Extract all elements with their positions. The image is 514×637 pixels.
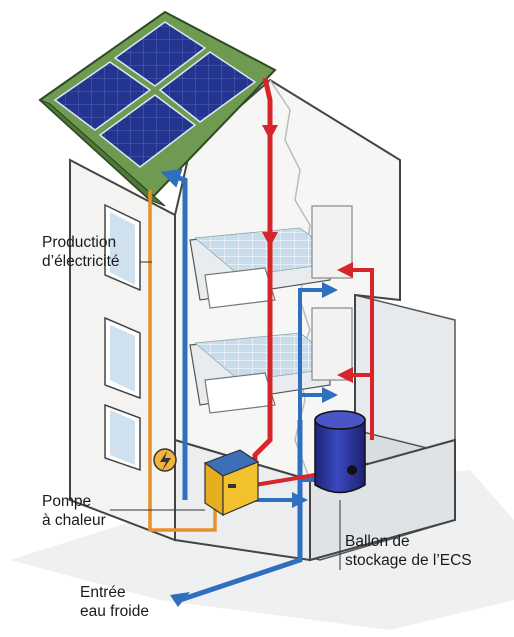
label-pompe-line1: Pompe — [42, 493, 92, 510]
label-pompe: Pompe à chaleur — [42, 492, 106, 530]
solar-panels — [53, 21, 257, 168]
electric-cable — [148, 190, 217, 532]
cold-loop-up — [160, 168, 188, 500]
roof-edge — [39, 99, 166, 207]
label-entree-line1: Entrée — [80, 584, 126, 601]
cold-water-inlet-arrow — [170, 592, 190, 607]
solar-panel — [113, 21, 207, 87]
solar-panel — [158, 51, 257, 123]
solar-panel — [53, 61, 152, 131]
lightning-meter-icon — [153, 448, 177, 472]
cold-branch-upper — [298, 282, 338, 420]
label-entree: Entrée eau froide — [80, 583, 149, 621]
hot-riser — [337, 262, 374, 440]
upper-tub — [204, 267, 276, 309]
window-middle — [104, 316, 141, 400]
hot-arrow-2 — [262, 232, 278, 247]
solar-panel — [98, 94, 197, 168]
label-production: Production d’électricité — [42, 233, 120, 271]
hot-arrow-1 — [262, 125, 278, 140]
window-bottom — [104, 403, 141, 472]
lower-tub — [204, 372, 276, 414]
label-entree-line2: eau froide — [80, 603, 149, 620]
window-top — [104, 203, 141, 292]
heat-pump — [203, 449, 260, 517]
ecs-storage-tank — [314, 410, 366, 494]
label-ballon: Ballon de stockage de l’ECS — [345, 532, 472, 570]
label-pompe-line2: à chaleur — [42, 512, 106, 529]
label-ballon-line1: Ballon de — [345, 533, 410, 550]
lower-radiator — [311, 307, 353, 381]
label-production-line1: Production — [42, 234, 117, 251]
label-ballon-line2: stockage de l’ECS — [345, 552, 472, 569]
upper-radiator — [311, 205, 353, 279]
label-production-line2: d’électricité — [42, 253, 120, 270]
cold-water-main — [179, 420, 303, 603]
